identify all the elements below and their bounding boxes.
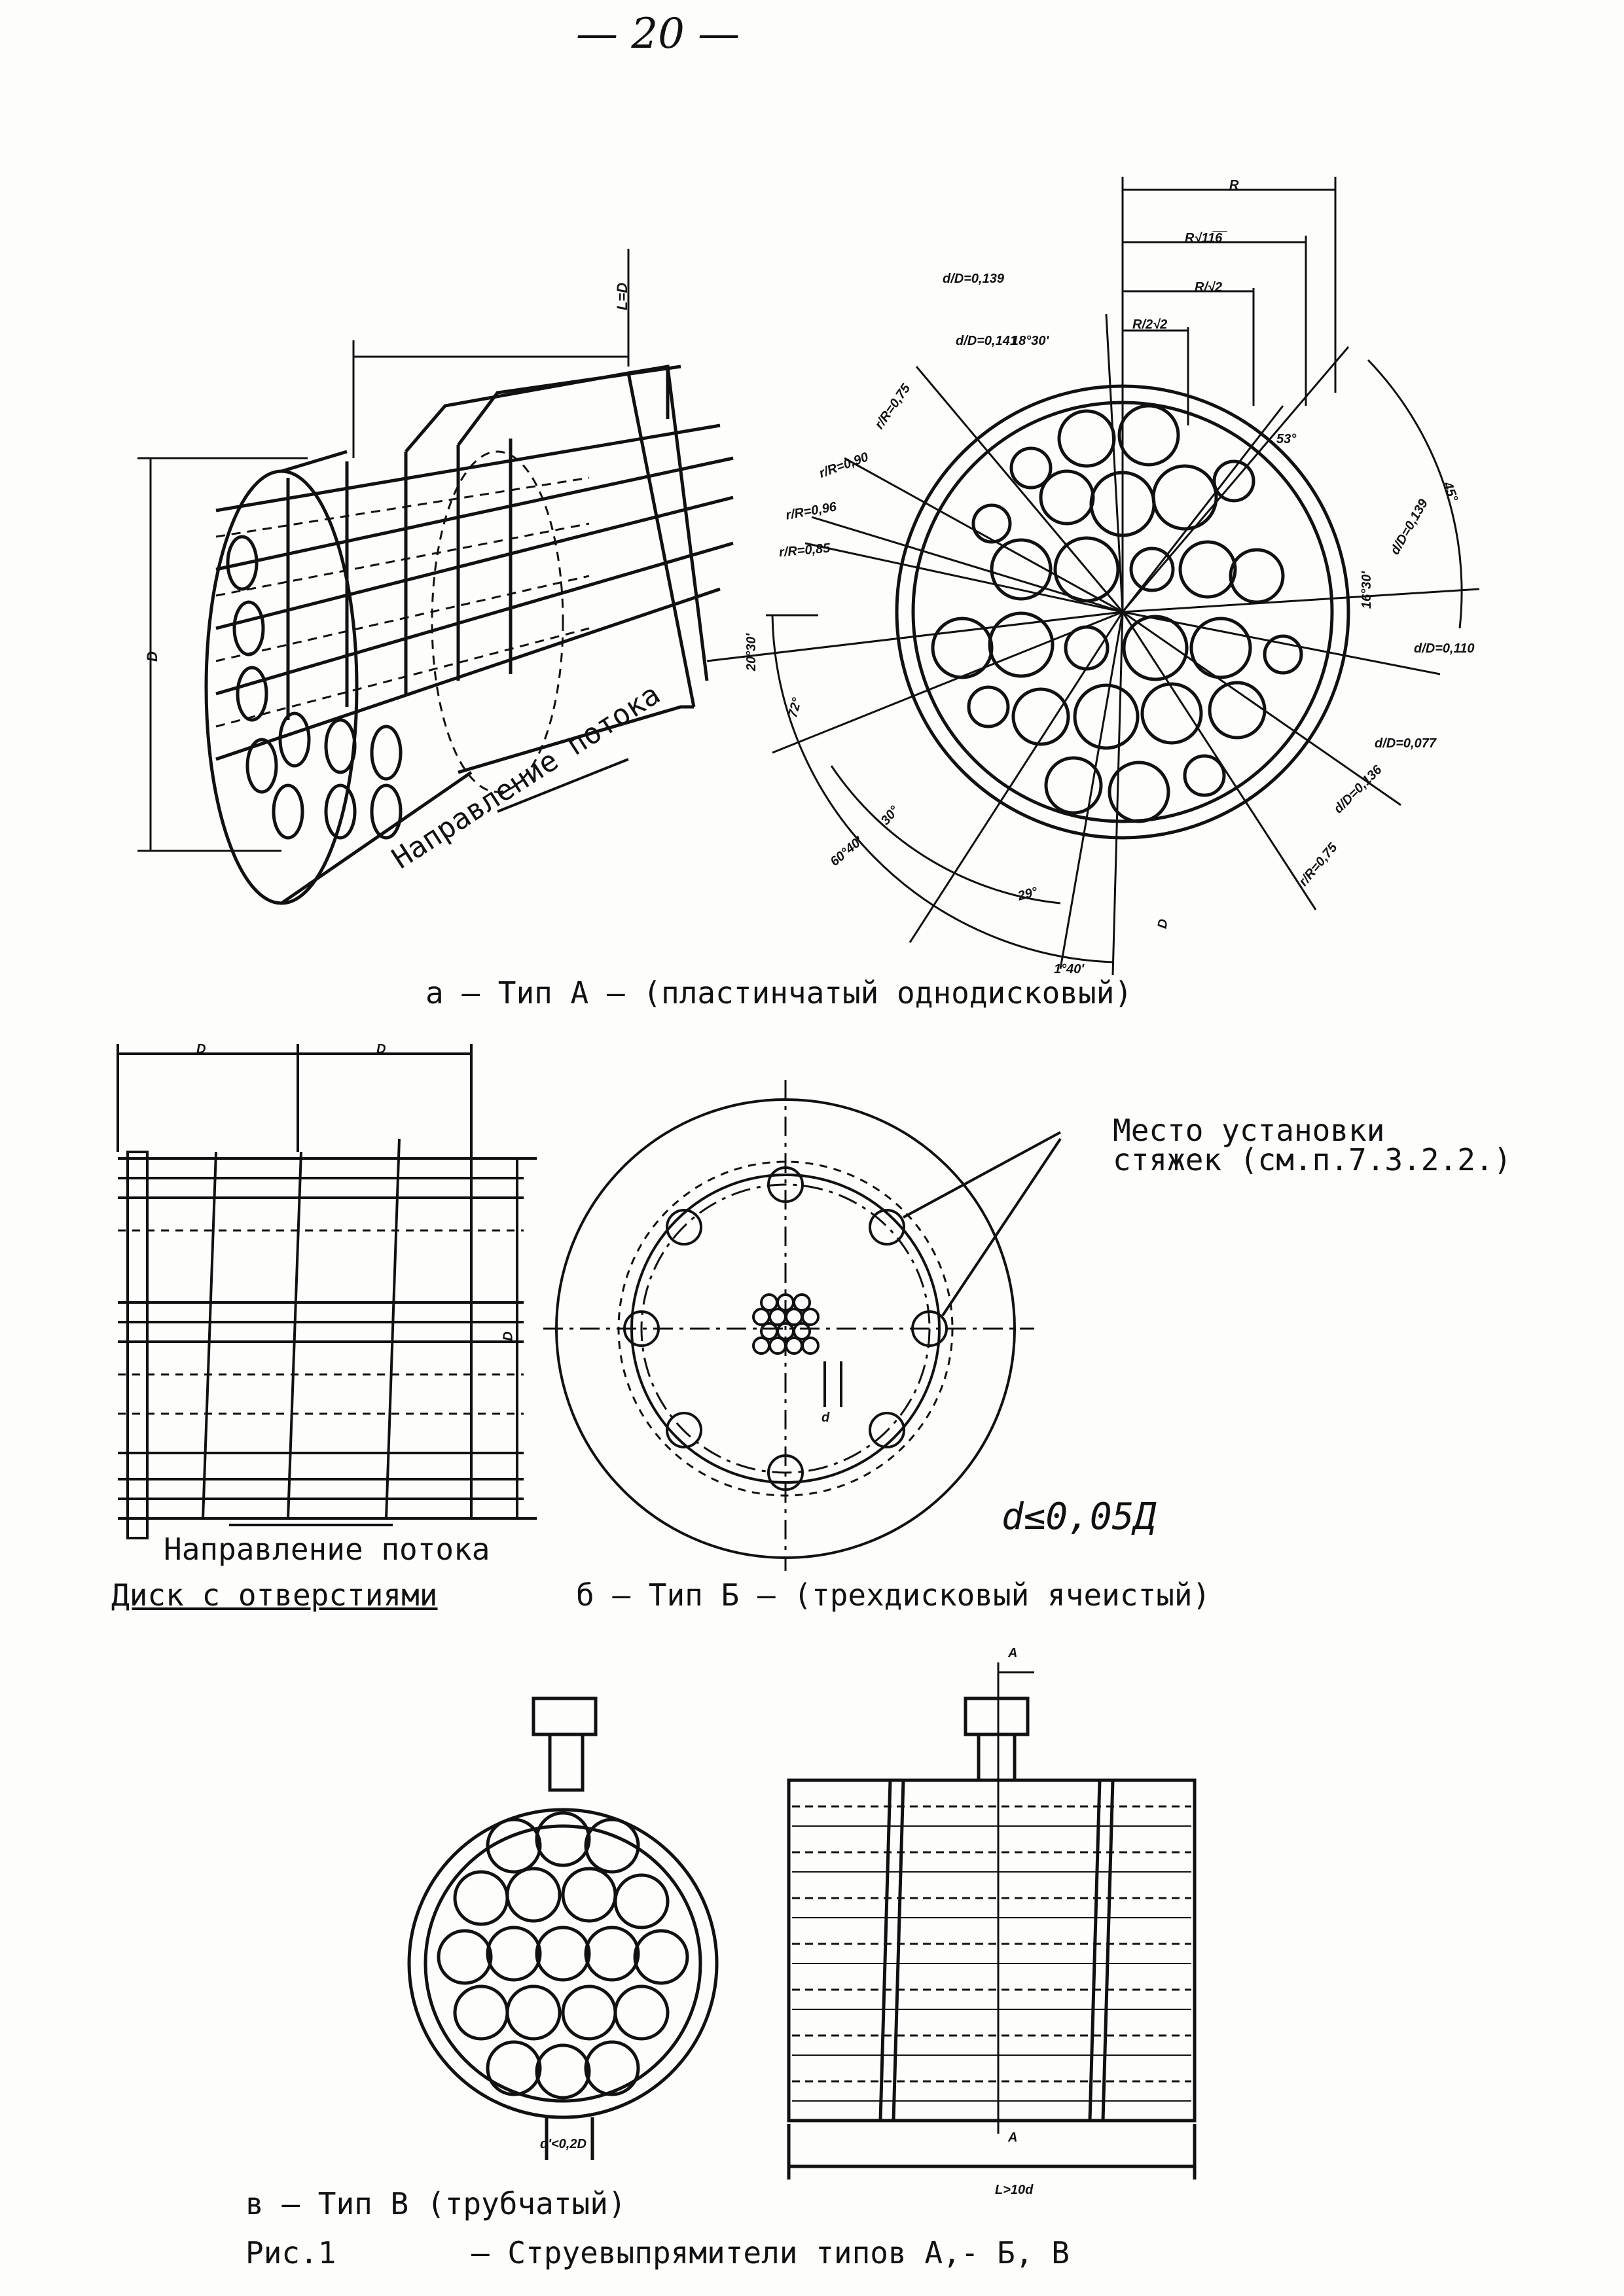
fig-a-do-141: d/D=0,141 xyxy=(956,334,1017,348)
fig-a-ang-1-40: 1°40' xyxy=(1054,962,1085,977)
figure-number: Рис.1 xyxy=(245,2235,336,2270)
fig-b-place-label-1: Место установки xyxy=(1113,1113,1385,1148)
fig-a-caption: а – Тип А – (пластинчатый однодисковый) xyxy=(425,975,1133,1011)
fig-a-R-half-sqrt2: R/√2 xyxy=(1195,280,1223,295)
fig-c-caption: в – Тип В (трубчатый) xyxy=(245,2186,626,2221)
fig-a-R-2sqrt2: R/2√2 xyxy=(1132,317,1168,332)
fig-a-do-077: d/D=0,077 xyxy=(1375,736,1436,751)
fig-b-place-label-2: стяжек (см.п.7.3.2.2.) xyxy=(1113,1142,1512,1177)
fig-a-do-110: d/D=0,110 xyxy=(1414,641,1475,656)
figure-caption-text: – Струевыпрямители типов А,- Б, В xyxy=(471,2235,1070,2270)
fig-b-disk-label: Диск с отверстиями xyxy=(111,1577,438,1613)
fig-a-R: R xyxy=(1229,178,1239,192)
fig-b-formula: d≤0,05Д xyxy=(1001,1496,1157,1538)
fig-c-dim-tube: d'<0,2D xyxy=(540,2137,586,2151)
fig-b-caption: б – Тип Б – (трехдисковый ячеистый) xyxy=(576,1577,1211,1613)
fig-a-do-139a: d/D=0,139 xyxy=(943,272,1004,286)
fig-b-small-d: d xyxy=(821,1410,830,1425)
page-number: — 20 — xyxy=(576,10,740,58)
fig-c-section-a-bottom: A xyxy=(1008,2130,1018,2145)
fig-c-dim-length: L>10d xyxy=(995,2183,1034,2197)
fig-b-dim-d2: D xyxy=(376,1042,386,1056)
fig-a-R-sqrt: R√11̅6̅ xyxy=(1185,231,1223,245)
figure-a-isometric xyxy=(137,249,734,905)
fig-c-section-a-top: A xyxy=(1008,1646,1018,1660)
fig-a-ang-53: 53° xyxy=(1276,432,1297,446)
fig-b-dim-d1: D xyxy=(196,1042,206,1056)
fig-b-flow-label: Направление потока xyxy=(164,1532,490,1567)
fig-a-ang-18-30: 18°30' xyxy=(1011,334,1049,348)
